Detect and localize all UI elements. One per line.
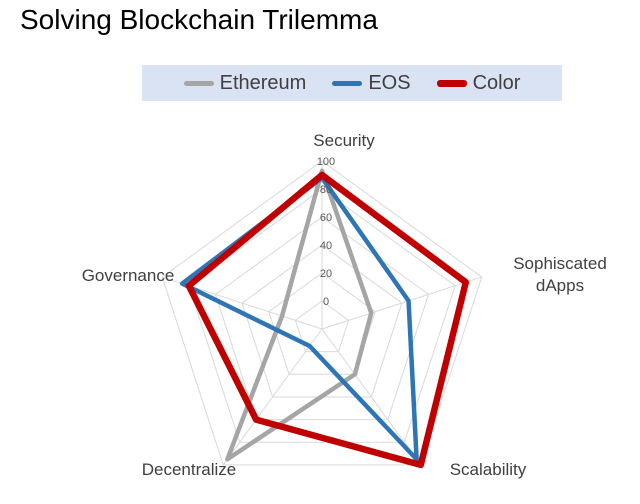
axis-spoke-2 xyxy=(321,328,422,466)
grid-ring-5 xyxy=(294,300,350,353)
legend-item-color: Color xyxy=(436,71,521,95)
grid-ring-2 xyxy=(214,216,430,421)
tick-label-3: 40 xyxy=(320,240,332,252)
axis-label-4: Governance xyxy=(82,266,175,285)
series-line-eos xyxy=(179,175,419,462)
tick-label-1: 80 xyxy=(320,184,332,196)
tick-label-0: 100 xyxy=(317,156,335,168)
legend-item-eos: EOS xyxy=(332,71,411,95)
series-line-color xyxy=(185,171,470,469)
legend-label-color: Color xyxy=(472,71,521,94)
axis-spoke-1 xyxy=(321,276,482,330)
axis-label-3: Decentralize xyxy=(142,460,237,479)
legend-label-ethereum: Ethereum xyxy=(219,71,307,94)
legend-swatch-ethereum xyxy=(183,80,214,86)
legend-swatch-color xyxy=(436,79,467,87)
tick-label-2: 60 xyxy=(320,212,332,224)
legend-swatch-eos xyxy=(332,80,363,86)
tick-label-5: 0 xyxy=(323,296,329,308)
axis-label-2: Scalability xyxy=(450,460,527,479)
grid-ring-0 xyxy=(161,160,483,466)
tick-label-4: 20 xyxy=(320,268,332,280)
axis-spoke-3 xyxy=(222,328,323,466)
series-line-ethereum xyxy=(225,168,374,462)
chart-title: Solving Blockchain Trilemma xyxy=(20,4,378,35)
legend: Ethereum EOS Color xyxy=(142,65,562,101)
legend-label-eos: EOS xyxy=(368,71,411,94)
axis-label-0: Security xyxy=(313,131,375,150)
legend-item-ethereum: Ethereum xyxy=(183,71,307,95)
